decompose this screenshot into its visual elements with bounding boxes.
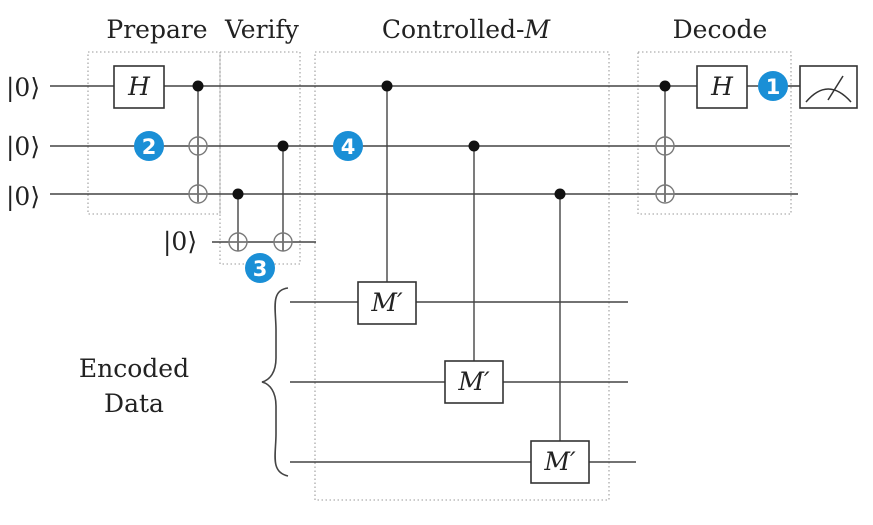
step-badge-2: 2	[134, 131, 164, 161]
encoded-data-label-line1: Encoded	[79, 354, 189, 383]
decode-title: Decode	[673, 15, 768, 44]
svg-text:1: 1	[766, 75, 781, 99]
step-badge-3: 3	[245, 253, 275, 283]
cnot-target-verify-1	[228, 232, 248, 252]
m-prime-gate-2	[444, 360, 504, 404]
cnot-target-verify-2	[273, 232, 293, 252]
encoded-data-brace	[261, 287, 289, 477]
control-dot-verify-1	[232, 188, 244, 200]
m-prime-gate-3-label: M′	[543, 447, 576, 476]
control-dot-verify-2	[277, 140, 289, 152]
svg-text:2: 2	[142, 135, 157, 159]
cnot-target-decode-1	[655, 136, 675, 156]
hadamard-gate-prepare	[113, 65, 165, 109]
control-dot-m1	[381, 80, 393, 92]
verify-title: Verify	[224, 15, 300, 44]
cnot-target-prepare-2	[188, 184, 208, 204]
cnot-target-prepare-1	[188, 136, 208, 156]
step-badge-4: 4	[333, 131, 363, 161]
verify-stage-box	[219, 51, 301, 265]
control-dot-m3	[554, 188, 566, 200]
ket-zero-input-2: |0⟩	[6, 132, 40, 162]
cnot-target-decode-2	[655, 184, 675, 204]
m-prime-gate-2-label: M′	[457, 367, 490, 396]
encoded-data-label-line2: Data	[104, 389, 164, 418]
step-badge-1: 1	[758, 71, 788, 101]
m-prime-gate-3	[530, 440, 590, 484]
prepare-stage-box	[87, 51, 221, 215]
m-prime-gate-1-label: M′	[370, 288, 403, 317]
ket-zero-input-3: |0⟩	[6, 182, 40, 212]
decode-stage-box	[637, 51, 792, 215]
hadamard-gate-decode	[696, 65, 748, 109]
ket-zero-input-1: |0⟩	[6, 73, 40, 103]
m-prime-gate-1	[357, 281, 417, 325]
hadamard-gate-prepare-label: H	[127, 72, 151, 101]
control-dot-m2	[468, 140, 480, 152]
control-dot-prepare	[192, 80, 204, 92]
controlled-m-stage-box	[314, 51, 610, 501]
svg-text:3: 3	[253, 257, 268, 281]
measurement-meter-icon	[799, 65, 858, 109]
ket-zero-ancilla: |0⟩	[163, 227, 197, 257]
svg-text:4: 4	[341, 135, 356, 159]
hadamard-gate-decode-label: H	[710, 72, 734, 101]
controlled-m-title: Controlled-M	[382, 15, 552, 44]
prepare-title: Prepare	[106, 15, 207, 44]
control-dot-decode	[659, 80, 671, 92]
